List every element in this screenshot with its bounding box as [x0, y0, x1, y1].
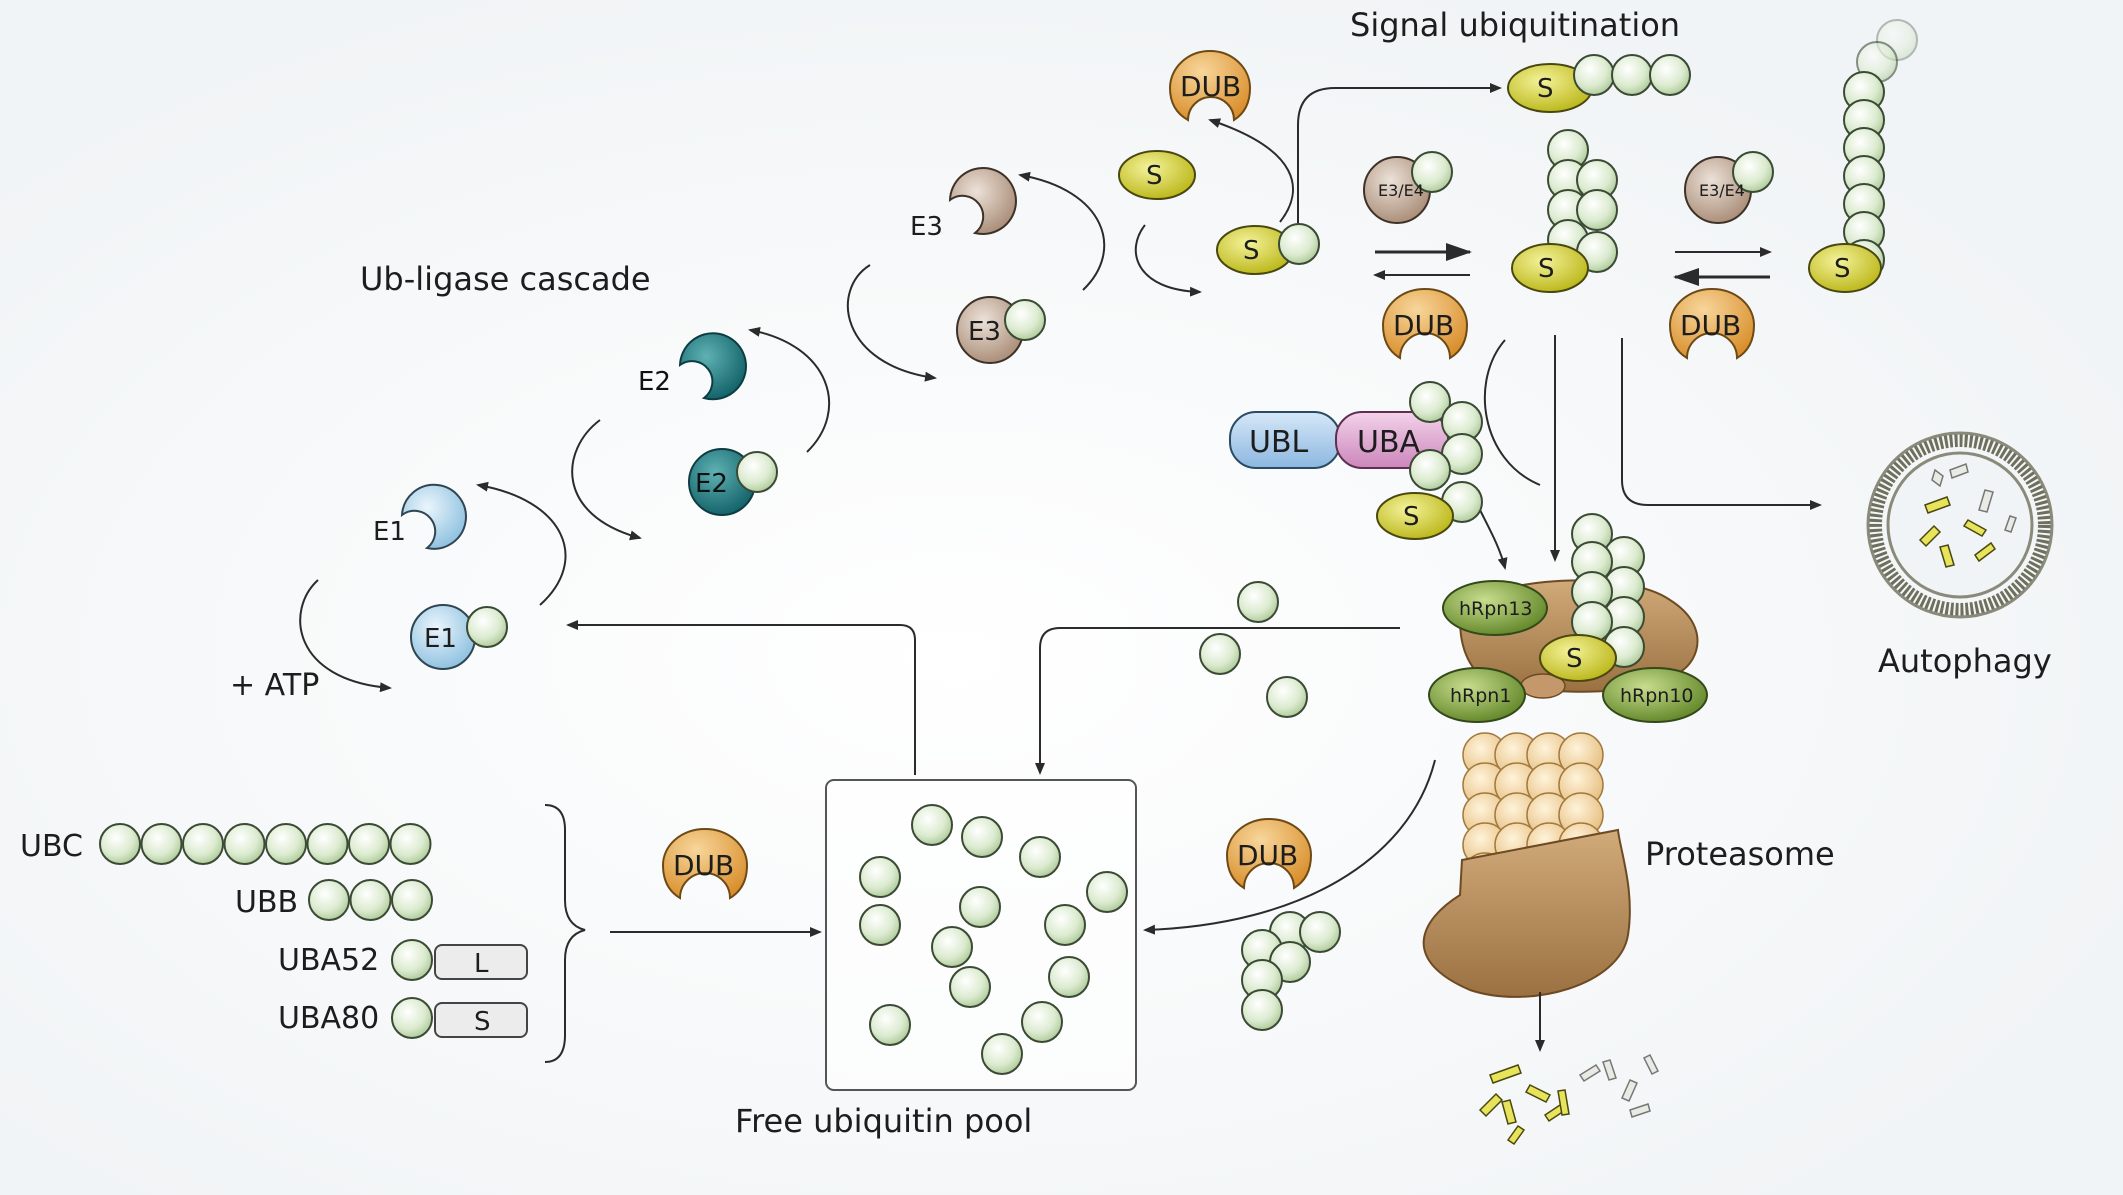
ubc-ubiquitin-unit: [265, 823, 307, 865]
cascade-arrows: [299, 83, 1502, 693]
autophagy-label: Autophagy: [1878, 642, 2052, 680]
equilibrium-arrows-left: [1373, 243, 1472, 280]
e1-label: E1: [373, 517, 406, 547]
substrate-chain-top: S: [1507, 54, 1691, 113]
svg-text:S: S: [1403, 502, 1420, 532]
svg-text:hRpn13: hRpn13: [1459, 598, 1533, 620]
svg-text:S: S: [1566, 644, 1583, 674]
svg-text:hRpn10: hRpn10: [1620, 685, 1694, 707]
svg-text:DUB: DUB: [1237, 839, 1298, 872]
ubl-uba-shuttle: UBL UBA S: [1229, 381, 1483, 540]
ubc-ubiquitin-unit: [348, 823, 390, 865]
svg-text:DUB: DUB: [1680, 309, 1741, 342]
gene-ubb-label: UBB: [235, 885, 298, 920]
rpn1: hRpn1: [1428, 667, 1526, 723]
substrate-chain-branched: S: [1511, 129, 1618, 293]
svg-text:S: S: [1537, 74, 1554, 104]
ubc-ubiquitin-unit: [99, 823, 141, 865]
svg-text:E3/E4: E3/E4: [1378, 181, 1424, 200]
gene-uba52-label: UBA52: [278, 943, 379, 978]
e3-charged: E3: [956, 296, 1046, 364]
gene-uba80: UBA80 S: [278, 997, 528, 1039]
e1-free: E1: [373, 483, 467, 550]
e1-charged-label: E1: [424, 624, 457, 654]
svg-text:hRpn1: hRpn1: [1450, 685, 1511, 707]
ubc-ubiquitin-unit: [223, 823, 266, 865]
free-ubiquitin-pool: [825, 779, 1137, 1091]
ubb-ubiquitin-unit: [308, 879, 350, 921]
gene-uba52-tail: L: [474, 949, 489, 979]
svg-text:S: S: [1243, 236, 1260, 266]
rpn13: hRpn13: [1442, 580, 1548, 636]
gene-ubc: UBC: [20, 823, 432, 865]
e3e4-right: E3/E4: [1684, 151, 1774, 224]
e2-charged: E2: [688, 448, 778, 516]
ubb-ubiquitin-unit: [391, 879, 433, 921]
substrate-free: S: [1118, 150, 1196, 200]
svg-text:DUB: DUB: [1393, 309, 1454, 342]
dub-proteasome: DUB: [1225, 818, 1313, 890]
svg-text:DUB: DUB: [1180, 70, 1241, 103]
gene-uba80-label: UBA80: [278, 1001, 379, 1036]
e3-charged-label: E3: [968, 317, 1001, 347]
routing-arrows: [1479, 335, 1822, 570]
svg-text:DUB: DUB: [673, 849, 734, 882]
diagram-title: Signal ubiquitination: [1350, 6, 1680, 44]
proteasome-label: Proteasome: [1645, 835, 1835, 873]
gene-ubb: UBB: [235, 879, 433, 921]
plus-atp-label: + ATP: [230, 668, 319, 703]
gene-brace: [544, 804, 586, 1063]
svg-text:UBA: UBA: [1357, 425, 1421, 460]
svg-text:S: S: [1538, 254, 1555, 284]
dub-middle-left: DUB: [1381, 288, 1469, 360]
e3e4-left: E3/E4: [1363, 151, 1453, 224]
ubc-ubiquitin-unit: [389, 823, 432, 865]
svg-text:E3/E4: E3/E4: [1699, 181, 1745, 200]
e2-label: E2: [638, 367, 671, 397]
substrate-chain-long: S: [1808, 19, 1918, 293]
free-ubiquitin-pool-label: Free ubiquitin pool: [735, 1102, 1032, 1140]
gene-uba52: UBA52 L: [278, 939, 528, 981]
ub-ligase-cascade-label: Ub-ligase cascade: [360, 260, 651, 298]
ubc-ubiquitin-unit: [306, 823, 349, 865]
ubb-ubiquitin-unit: [349, 879, 392, 921]
equilibrium-arrows-right: [1673, 247, 1772, 286]
e2-charged-label: E2: [695, 469, 728, 499]
e1-charged: E1: [410, 604, 508, 670]
dub-pool: DUB: [661, 828, 749, 900]
e2-free: E2: [638, 332, 747, 401]
proteasome: [1422, 579, 1699, 998]
ubc-ubiquitin-unit: [140, 823, 183, 865]
gene-ubc-label: UBC: [20, 829, 83, 864]
svg-text:UBL: UBL: [1249, 425, 1309, 460]
e3-label: E3: [910, 212, 943, 242]
svg-text:S: S: [1834, 254, 1851, 284]
ubc-ubiquitin-unit: [182, 823, 224, 865]
dub-middle-right: DUB: [1668, 288, 1756, 360]
substrate-on-proteasome: S: [1539, 513, 1645, 682]
dub-top: DUB: [1168, 50, 1252, 122]
pool-arrows: [566, 620, 1436, 937]
svg-text:S: S: [1146, 161, 1163, 191]
rpn10: hRpn10: [1602, 667, 1708, 723]
peptide-fragments: [1478, 1053, 1660, 1146]
autophagosome: [1866, 431, 2054, 619]
gene-uba80-tail: S: [474, 1007, 491, 1037]
e3-free: E3: [910, 167, 1017, 242]
substrate-monoubiquitinated: S: [1216, 223, 1320, 275]
